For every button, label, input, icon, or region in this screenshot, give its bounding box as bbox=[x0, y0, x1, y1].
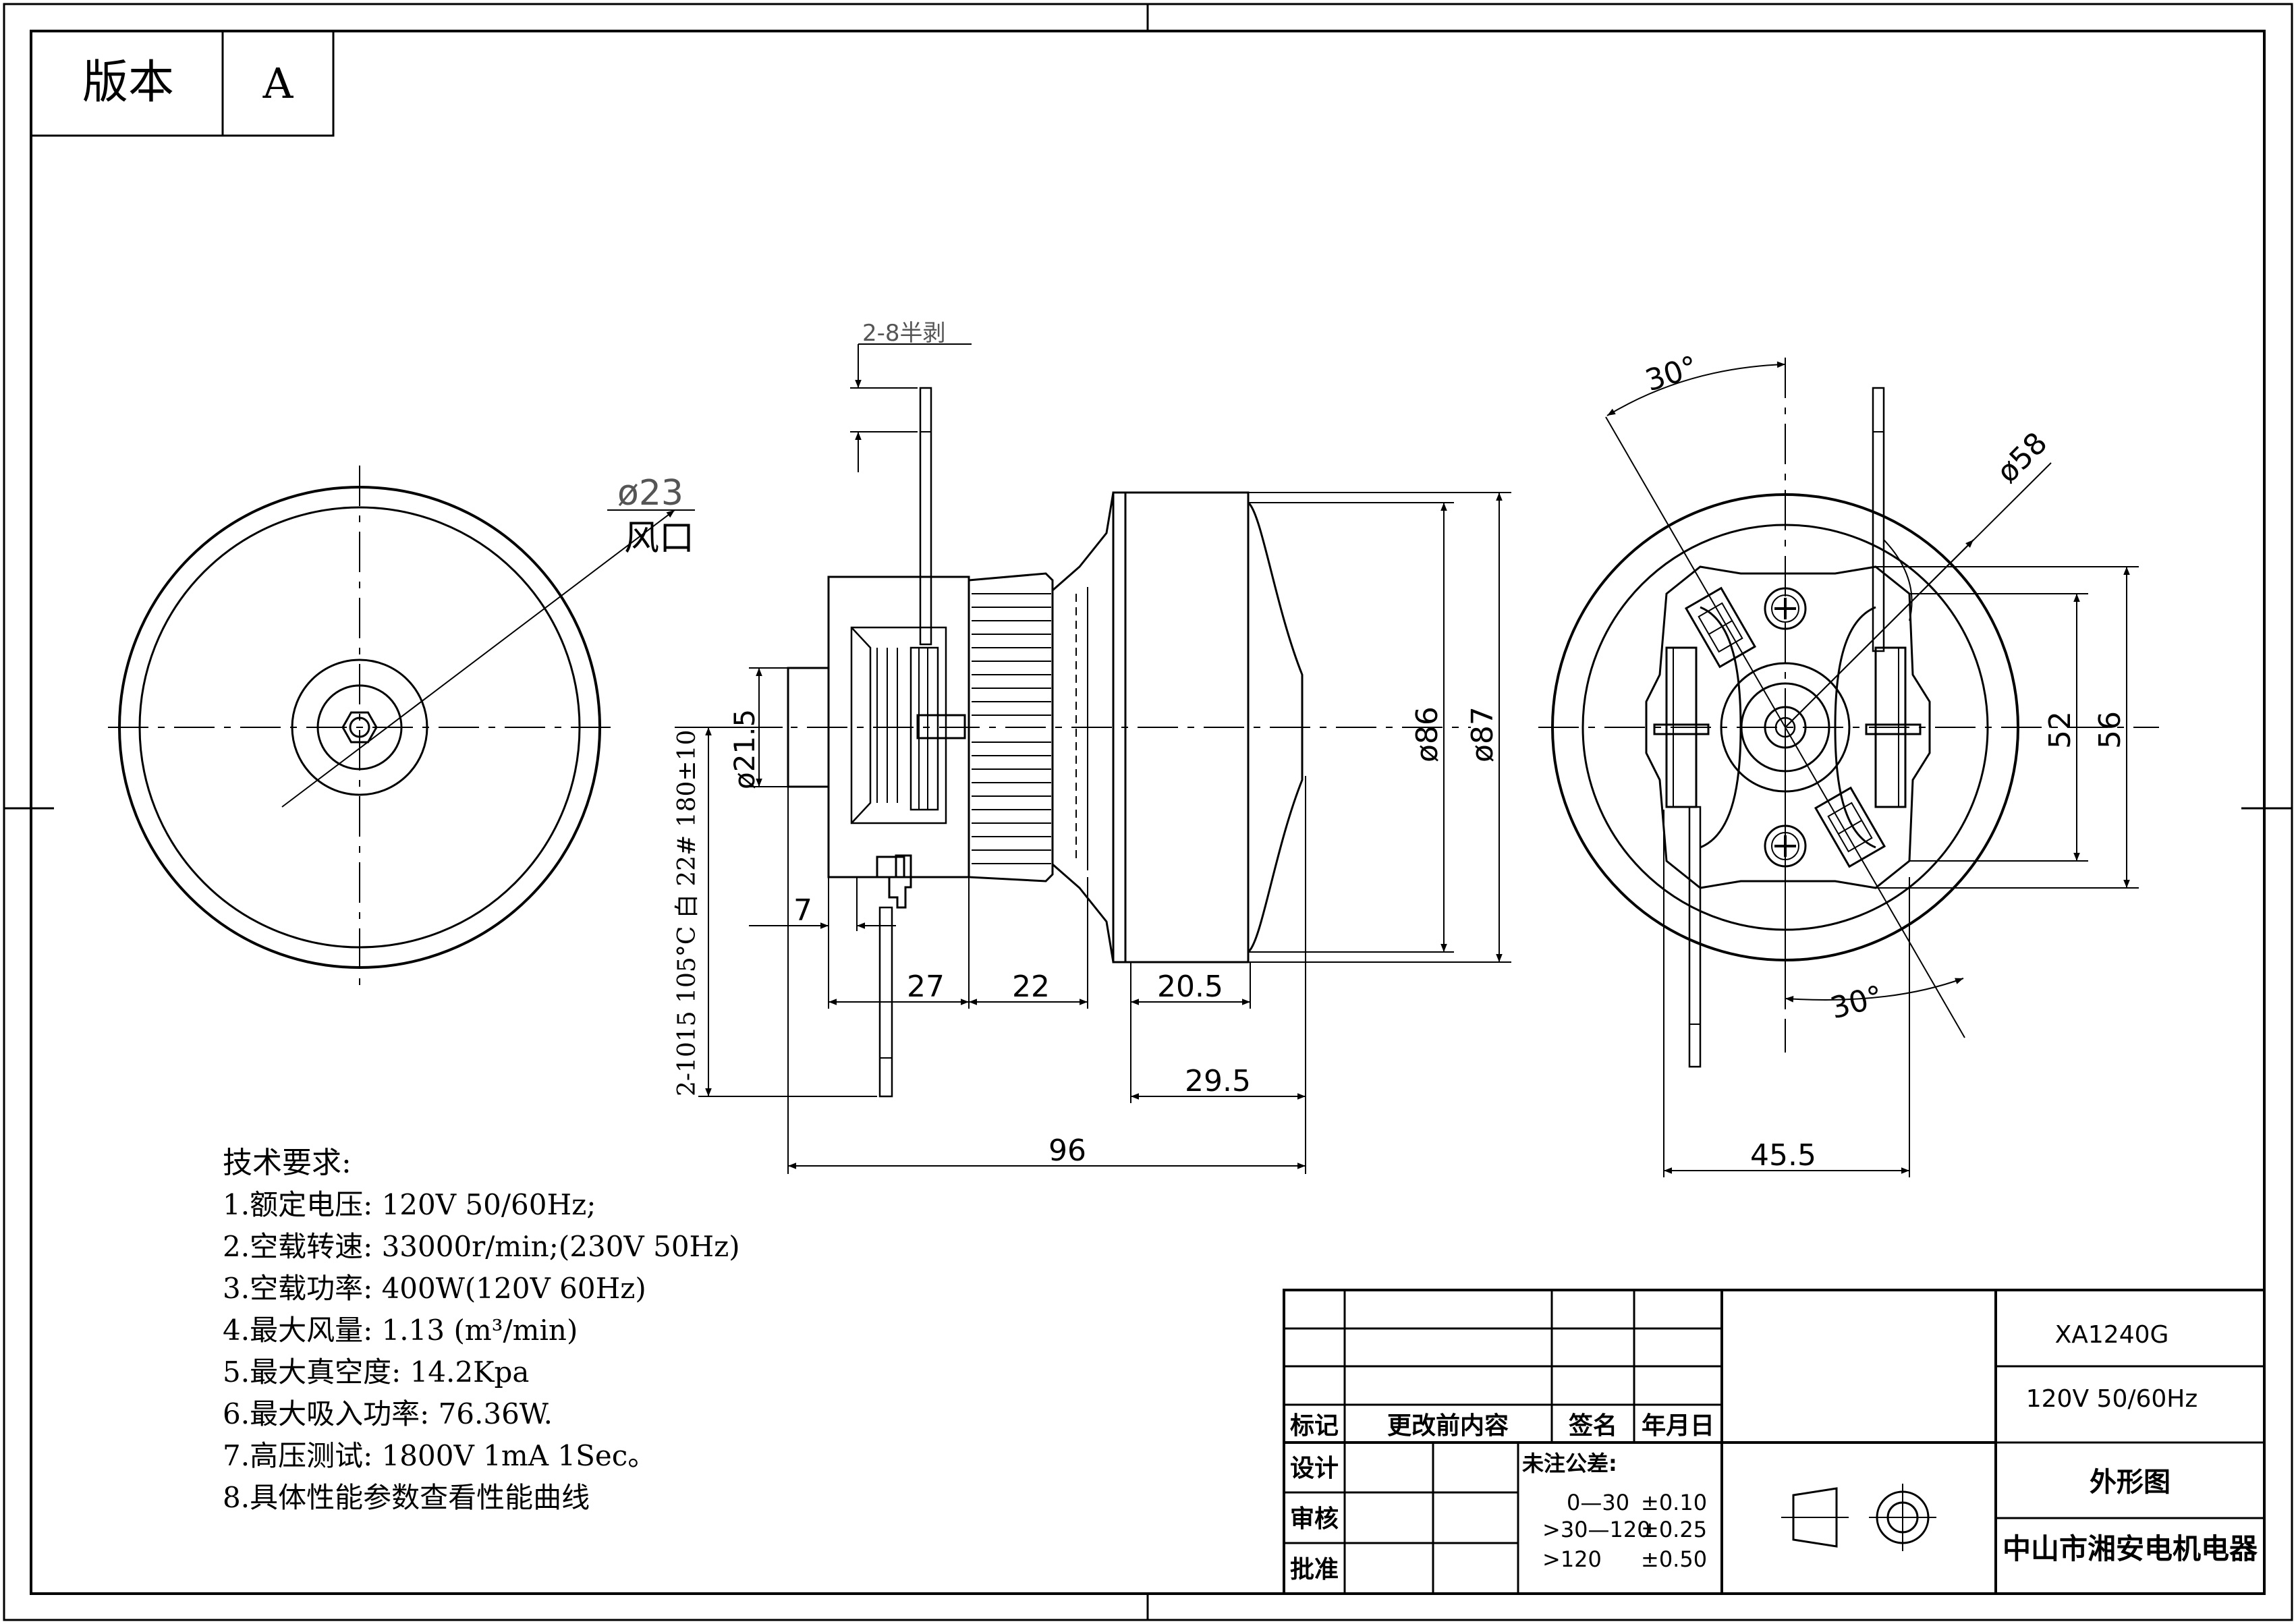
dim-27: 27 bbox=[907, 970, 945, 1004]
drawing-name: 外形图 bbox=[2090, 1467, 2171, 1498]
vent-label: 风口 bbox=[624, 518, 694, 559]
version-value: A bbox=[262, 59, 294, 108]
title-block bbox=[1283, 1289, 2266, 1595]
rear-view bbox=[1538, 358, 2159, 1177]
diameter-87-dim: ø87 bbox=[1465, 706, 1500, 762]
drawing-frame bbox=[3, 3, 2293, 1621]
version-label: 版本 bbox=[82, 56, 174, 109]
shaft-diameter-dim: ø21.5 bbox=[728, 709, 761, 789]
angle-top-dim: 30° bbox=[1642, 349, 1702, 399]
vent-dimension: ø23 bbox=[617, 473, 683, 513]
rev-header-sign: 签名 bbox=[1569, 1412, 1617, 1440]
side-view bbox=[675, 343, 1511, 1174]
role-approve: 批准 bbox=[1290, 1556, 1339, 1584]
tech-requirements-title: 技术要求: bbox=[223, 1146, 352, 1180]
tolerance-title: 未注公差: bbox=[1522, 1451, 1617, 1476]
dim-7: 7 bbox=[793, 893, 812, 928]
dim-20-5: 20.5 bbox=[1157, 970, 1223, 1004]
tech-item-7: 7.高压测试: 1800V 1mA 1Sec。 bbox=[223, 1439, 656, 1472]
role-review: 审核 bbox=[1290, 1505, 1339, 1533]
tolerance-range-3: >120 bbox=[1542, 1546, 1602, 1572]
tolerance-range-1: 0—30 bbox=[1567, 1490, 1629, 1515]
dim-96: 96 bbox=[1048, 1133, 1086, 1168]
strip-note: 2-8半剥 bbox=[862, 320, 946, 347]
tech-item-6: 6.最大吸入功率: 76.36W. bbox=[223, 1397, 553, 1430]
tolerance-range-2: >30—120 bbox=[1542, 1517, 1651, 1542]
dim-22: 22 bbox=[1012, 970, 1050, 1004]
tech-requirements: 技术要求: 1.额定电压: 120V 50/60Hz; 2.空载转速: 3300… bbox=[223, 1146, 740, 1514]
rev-header-mark: 标记 bbox=[1290, 1412, 1339, 1440]
front-view bbox=[108, 466, 695, 988]
tech-item-1: 1.额定电压: 120V 50/60Hz; bbox=[223, 1188, 596, 1221]
tech-item-4: 4.最大风量: 1.13 (m³/min) bbox=[223, 1314, 578, 1347]
rating: 120V 50/60Hz bbox=[2026, 1385, 2198, 1413]
wire-note: 2-1015 105°C 白 22# 180±10 bbox=[673, 730, 701, 1096]
role-design: 设计 bbox=[1290, 1455, 1339, 1482]
model-number: XA1240G bbox=[2055, 1321, 2169, 1349]
tech-item-2: 2.空载转速: 33000r/min;(230V 50Hz) bbox=[223, 1230, 740, 1263]
tolerance-value-1: ±0.10 bbox=[1641, 1490, 1707, 1515]
dim-45-5: 45.5 bbox=[1750, 1138, 1816, 1173]
dim-56: 56 bbox=[2093, 711, 2127, 749]
tech-item-8: 8.具体性能参数查看性能曲线 bbox=[223, 1481, 590, 1514]
dim-52: 52 bbox=[2043, 711, 2077, 749]
angle-bottom-dim: 30° bbox=[1827, 979, 1887, 1026]
rev-header-content: 更改前内容 bbox=[1387, 1412, 1509, 1440]
tolerance-value-3: ±0.50 bbox=[1641, 1546, 1707, 1572]
tech-item-5: 5.最大真空度: 14.2Kpa bbox=[223, 1355, 529, 1389]
tolerance-value-2: ±0.25 bbox=[1641, 1517, 1707, 1542]
diameter-86-dim: ø86 bbox=[1410, 706, 1445, 762]
rev-header-date: 年月日 bbox=[1642, 1412, 1714, 1440]
diameter-58-dim: ø58 bbox=[1990, 426, 2054, 490]
dim-29-5: 29.5 bbox=[1185, 1064, 1251, 1098]
company-name: 中山市湘安电机电器 bbox=[2003, 1532, 2258, 1565]
version-box: 版本 A bbox=[30, 30, 335, 137]
tech-item-3: 3.空载功率: 400W(120V 60Hz) bbox=[223, 1272, 646, 1305]
